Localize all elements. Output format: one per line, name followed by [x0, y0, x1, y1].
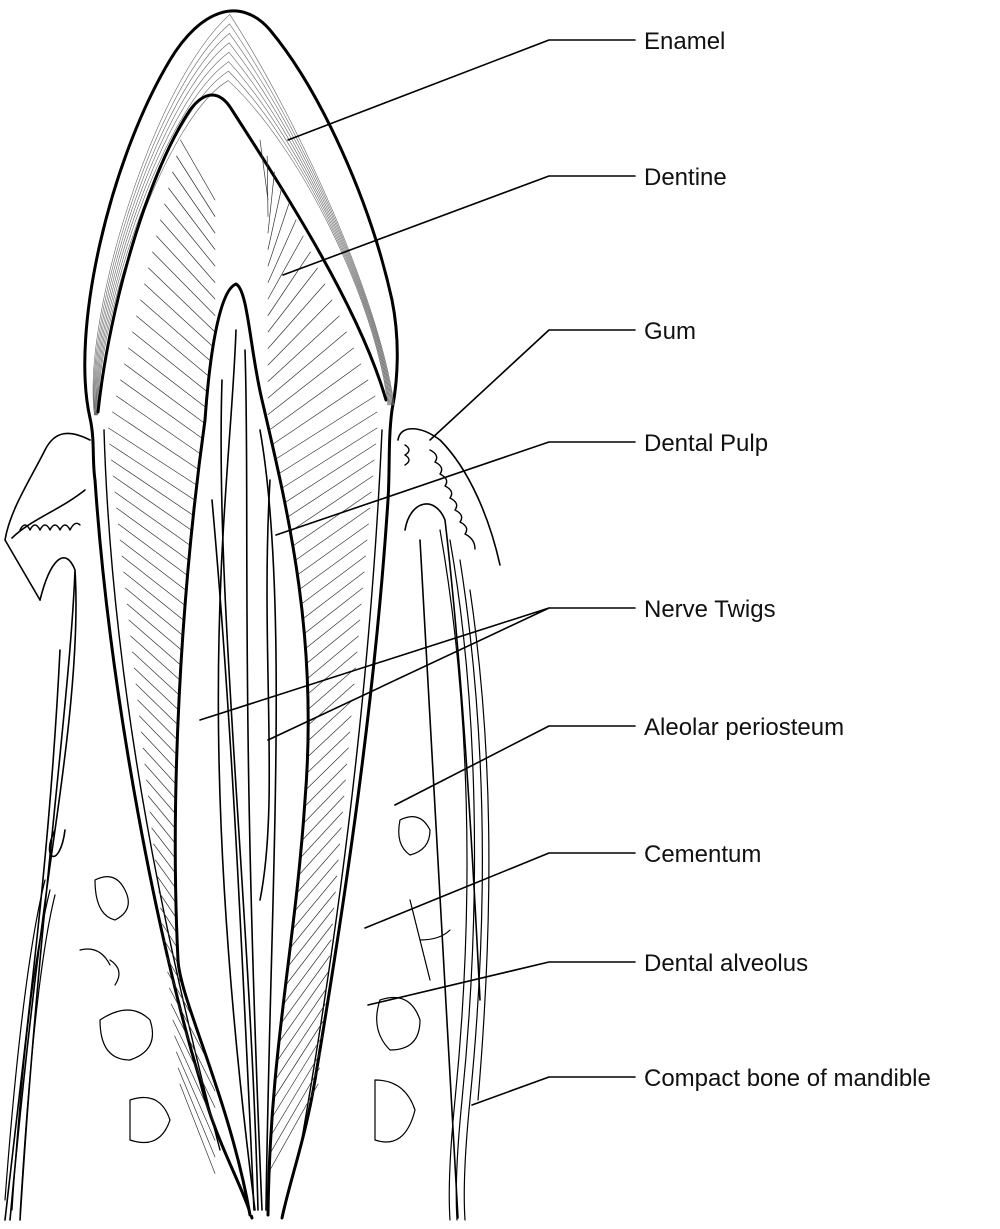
leader-cementum — [364, 852, 636, 929]
leader-dental-alveolus — [367, 961, 636, 1006]
enamel-striations — [92, 14, 395, 416]
leader-nerve-twigs — [199, 607, 636, 741]
gum-left-folds — [19, 522, 81, 531]
leader-lines — [199, 39, 636, 1106]
leader-compact-bone — [471, 1076, 636, 1106]
root-left-outline — [88, 416, 254, 1220]
compact-bone-left-lines — [4, 879, 56, 1216]
label-nerve-twigs: Nerve Twigs — [644, 596, 776, 623]
leader-dental-pulp — [275, 441, 636, 536]
label-gum: Gum — [644, 318, 697, 345]
alveolar-bone-left — [4, 557, 77, 1221]
enamel-outline — [83, 9, 399, 420]
label-enamel: Enamel — [644, 28, 726, 55]
root-right-outline — [280, 408, 394, 1220]
label-dental-alveolus: Dental alveolus — [644, 950, 809, 977]
label-dentine: Dentine — [644, 164, 727, 191]
pulp-outline — [173, 282, 310, 1217]
gum-right — [397, 427, 501, 566]
label-dental-pulp: Dental Pulp — [644, 430, 769, 457]
leader-gum — [429, 329, 636, 441]
label-compact-bone: Compact bone of mandible — [644, 1065, 931, 1092]
leader-enamel — [287, 39, 636, 141]
leader-dentine — [282, 175, 636, 276]
gum-left — [4, 432, 91, 601]
alveolar-bone-right — [404, 503, 481, 1219]
dentine-enamel-junction — [96, 93, 388, 414]
cementum-left — [103, 429, 221, 1151]
leader-aleolar-periosteum — [394, 725, 636, 806]
label-cementum: Cementum — [644, 841, 762, 868]
label-aleolar-periosteum: Aleolar periosteum — [644, 714, 845, 741]
gum-right-folds — [404, 444, 476, 550]
cancellous-bone — [79, 816, 451, 1144]
compact-bone-right-lines — [439, 529, 490, 1221]
nerve-twigs — [211, 329, 278, 1211]
cementum-right — [299, 429, 383, 1151]
